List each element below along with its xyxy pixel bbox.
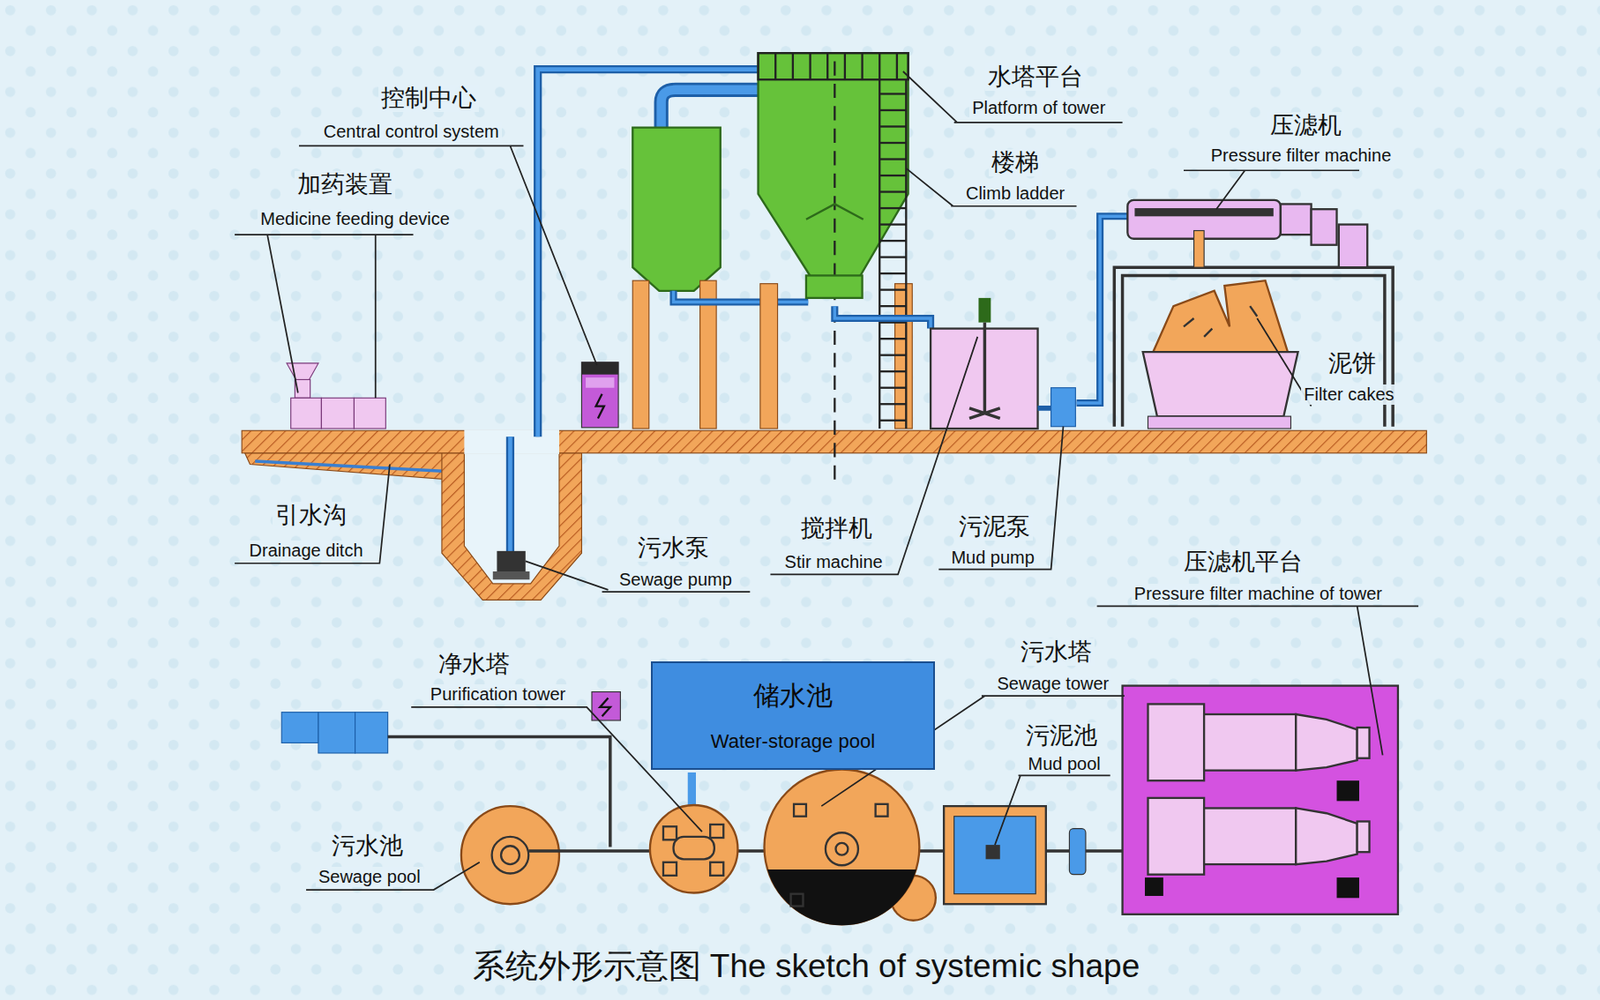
part-label-en: Stir machine xyxy=(782,552,886,573)
part-label-en: Sewage pump xyxy=(616,569,735,591)
part-label-en: Purification tower xyxy=(427,684,569,705)
storage-pool-box: 储水池 Water-storage pool xyxy=(650,661,935,771)
part-label-en: Mud pool xyxy=(1024,754,1103,775)
part-label-zh: 加药装置 xyxy=(294,171,396,199)
part-label-en: Sewage tower xyxy=(994,673,1113,695)
part-label-zh: 搅拌机 xyxy=(798,515,875,543)
part-label-en: Drainage ditch xyxy=(246,540,367,561)
part-label-en: Pressure filter machine xyxy=(1208,145,1395,166)
part-label-zh: 压滤机 xyxy=(1267,112,1345,140)
part-label-zh: 泥饼 xyxy=(1325,350,1379,378)
part-label-zh: 压滤机平台 xyxy=(1181,548,1306,576)
part-label-en: Mud pump xyxy=(948,547,1038,569)
part-label-en: Sewage pool xyxy=(315,867,424,888)
part-label-zh: 污泥池 xyxy=(1023,722,1100,750)
part-label-zh: 引水沟 xyxy=(272,501,350,530)
part-label-en: Climb ladder xyxy=(963,183,1068,204)
part-label-zh: 污泥泵 xyxy=(956,513,1033,541)
pool-title: 储水池 xyxy=(753,678,833,715)
part-label-zh: 污水泵 xyxy=(635,534,712,562)
figure-caption: 系统外形示意图 The sketch of systemic shape xyxy=(472,944,1141,989)
part-label-zh: 污水塔 xyxy=(1017,638,1095,666)
part-label-zh: 净水塔 xyxy=(435,650,513,679)
part-label-en: Central control system xyxy=(321,121,502,143)
part-label-en: Medicine feeding device xyxy=(257,209,453,230)
part-label-en: Platform of tower xyxy=(969,97,1108,119)
part-label-zh: 污水池 xyxy=(328,832,406,860)
part-label-zh: 控制中心 xyxy=(378,84,479,113)
part-label-zh: 楼梯 xyxy=(988,149,1042,177)
part-label-zh: 水塔平台 xyxy=(985,63,1086,91)
pool-subtitle: Water-storage pool xyxy=(710,730,875,754)
part-label-en: Pressure filter machine of tower xyxy=(1131,583,1385,605)
part-label-en: Filter cakes xyxy=(1300,384,1397,405)
